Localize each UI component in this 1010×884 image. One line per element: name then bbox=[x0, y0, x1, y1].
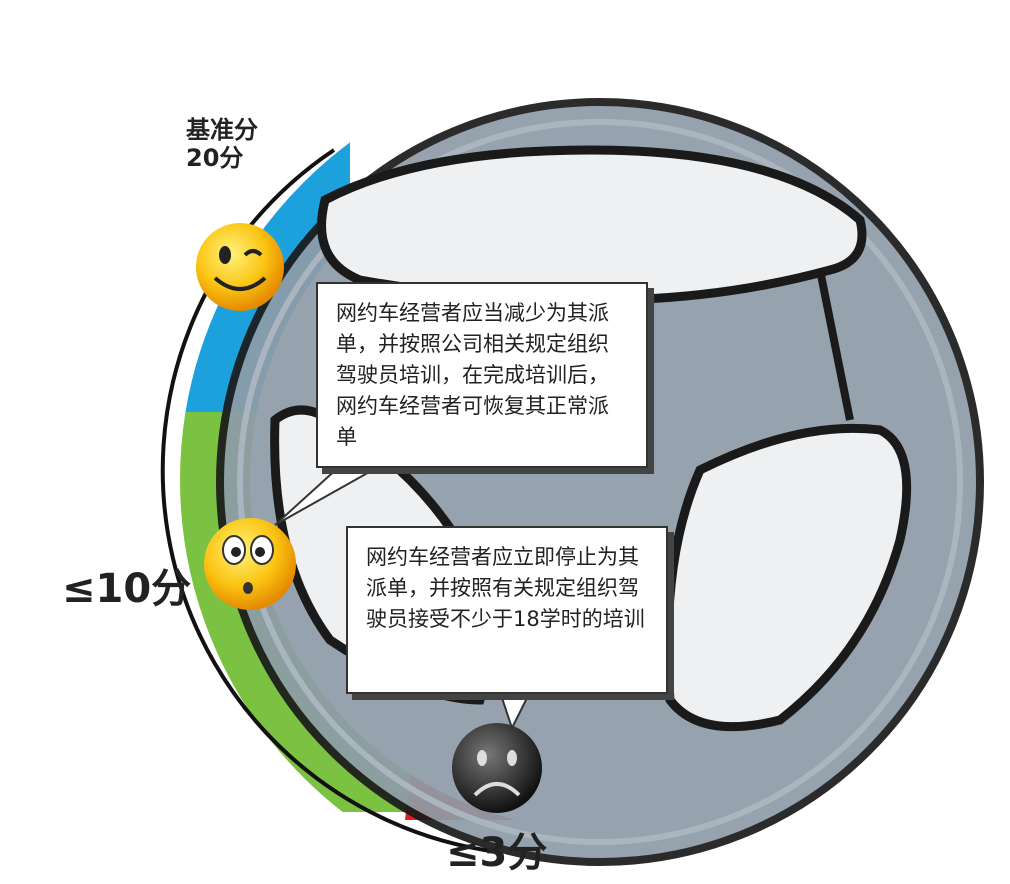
score-10-label: ≤10分 bbox=[62, 566, 192, 612]
score-3-label: ≤3分 bbox=[446, 830, 548, 876]
low-score-callout: 网约车经营者应立即停止为其派单，并按照有关规定组织驾驶员接受不少于18学时的培训 bbox=[346, 526, 668, 694]
medium-score-callout: 网约车经营者应当减少为其派单，并按照公司相关规定组织驾驶员培训，在完成培训后，网… bbox=[316, 282, 648, 468]
wink-smiley-icon bbox=[196, 223, 284, 311]
surprised-smiley-icon bbox=[204, 518, 296, 610]
sad-smiley-icon bbox=[452, 723, 542, 813]
base-score-title: 基准分 bbox=[186, 116, 258, 144]
wheel-top-opening bbox=[317, 145, 867, 305]
wheel-right-opening bbox=[663, 423, 912, 732]
base-score-label: 基准分 20分 bbox=[186, 116, 258, 172]
score-band-green bbox=[180, 412, 425, 812]
base-score-value: 20分 bbox=[186, 144, 244, 172]
